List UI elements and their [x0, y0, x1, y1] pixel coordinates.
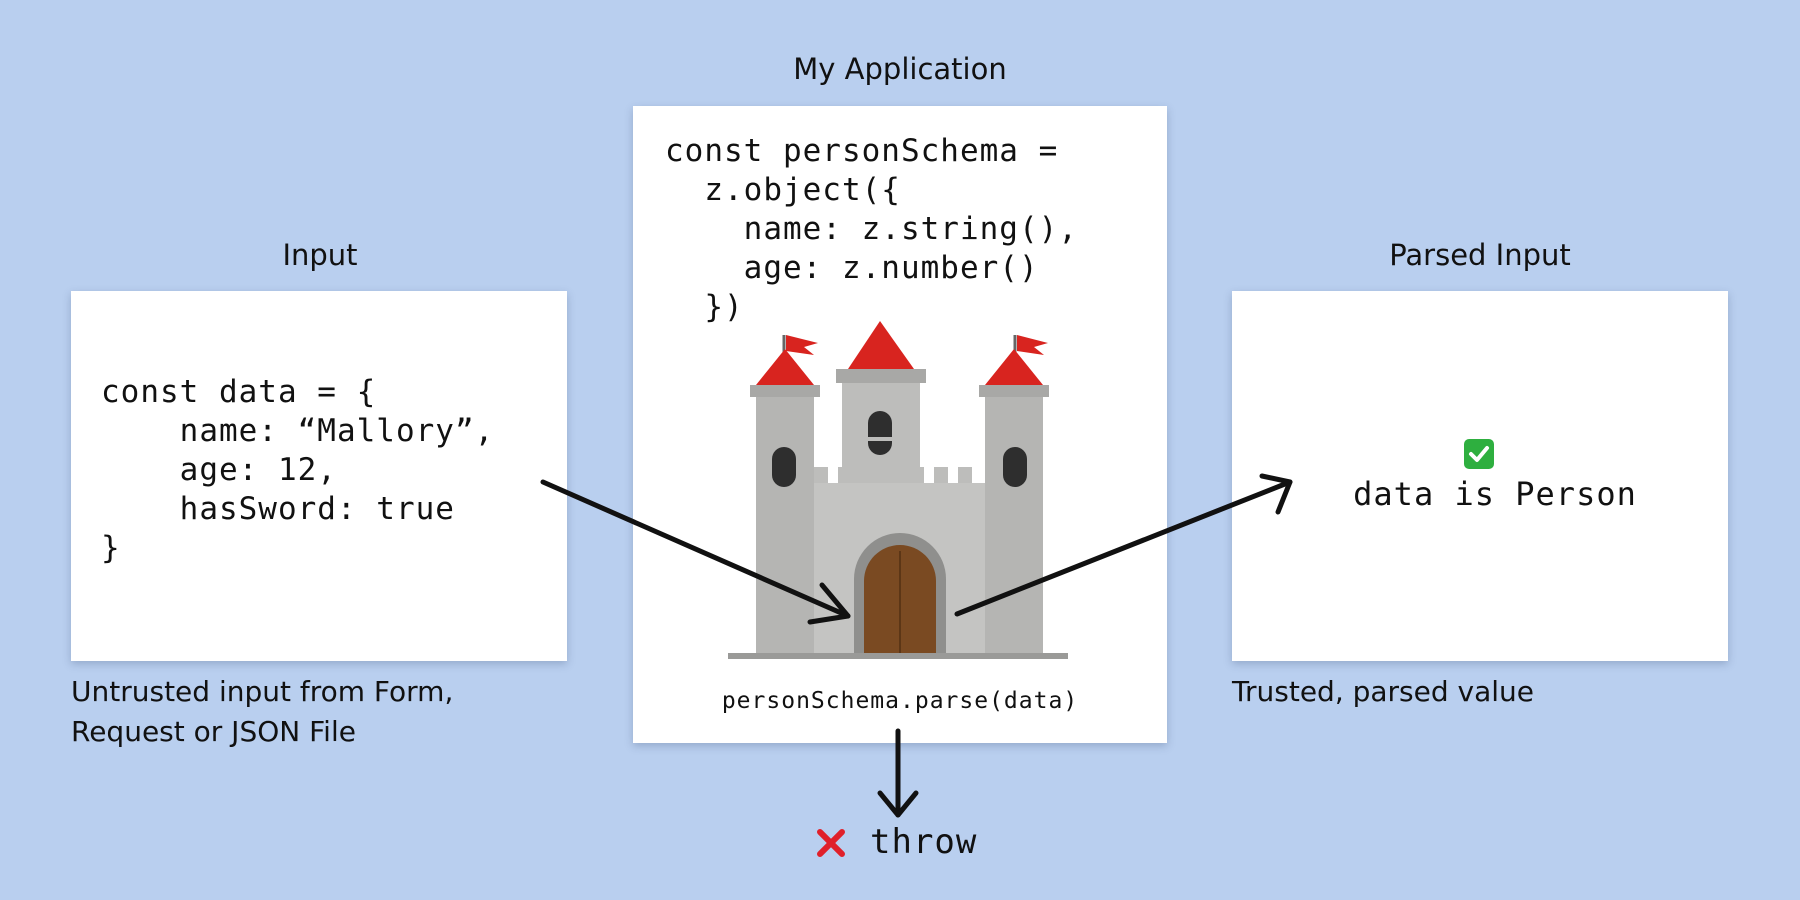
parsed-result: data is Person [1353, 475, 1637, 513]
input-panel: const data = { name: “Mallory”, age: 12,… [71, 291, 567, 661]
input-to-castle-arrow [540, 479, 851, 619]
input-caption-line-2: Request or JSON File [71, 715, 356, 748]
parsed-output-panel: data is Person [1232, 291, 1728, 661]
schema-code: const personSchema = z.object({ name: z.… [665, 133, 1078, 325]
parsed-caption: Trusted, parsed value [1232, 675, 1535, 708]
input-code: const data = { name: “Mallory”, age: 12,… [101, 374, 495, 566]
parsed-input-title: Parsed Input [1389, 238, 1571, 272]
cross-mark-icon [816, 828, 846, 858]
app-title: My Application [793, 52, 1007, 86]
input-caption: Untrusted input from Form, Request or JS… [71, 672, 453, 752]
throw-label: throw [870, 822, 978, 862]
parse-call: personSchema.parse(data) [721, 688, 1079, 714]
input-title: Input [282, 238, 358, 272]
input-caption-line-1: Untrusted input from Form, [71, 675, 454, 708]
application-panel: const personSchema = z.object({ name: z.… [633, 106, 1167, 743]
castle-to-output-arrow [954, 479, 1293, 617]
castle-icon [728, 321, 1068, 659]
check-mark-button-icon [1464, 439, 1494, 469]
